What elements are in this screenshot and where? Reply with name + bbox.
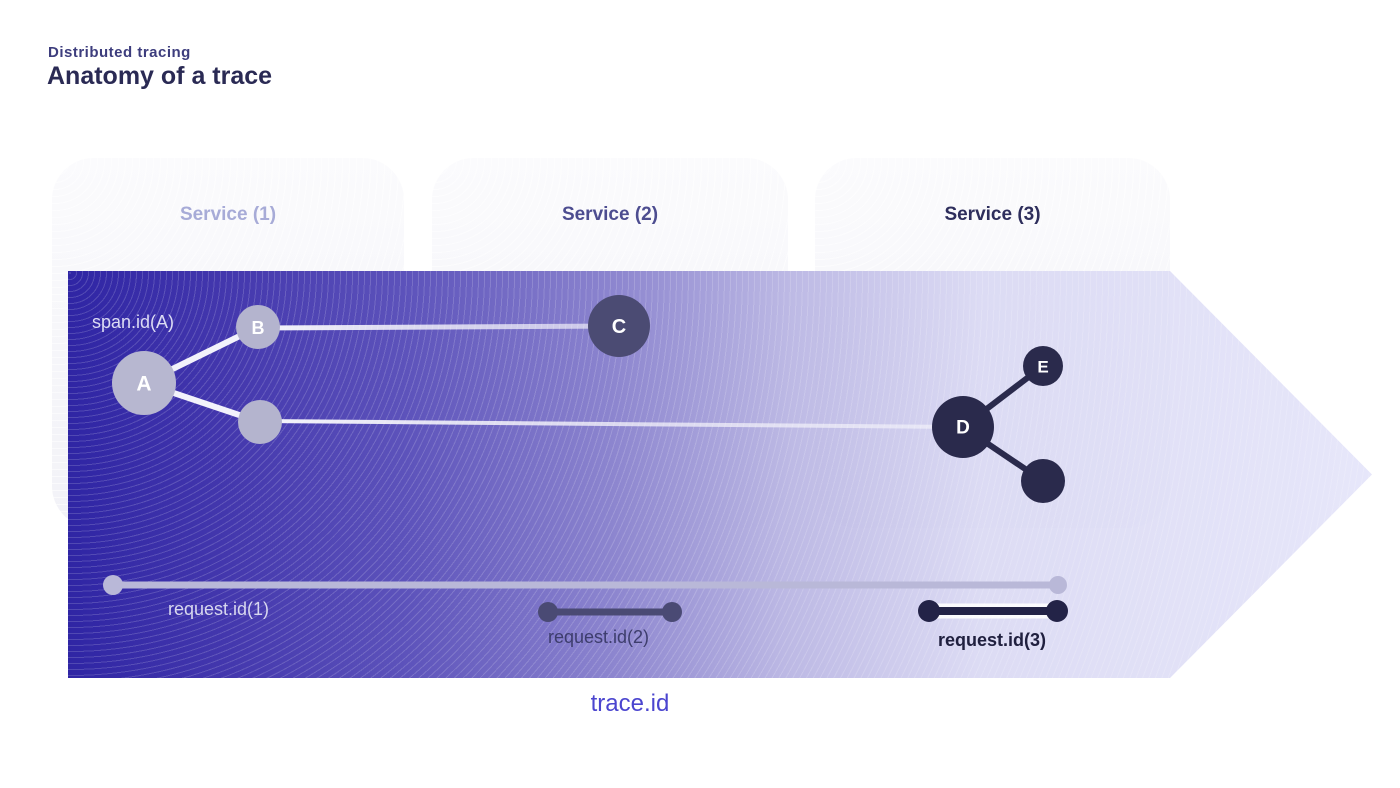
trace-id-label: trace.id [590,690,670,717]
flow-arrow-band [68,271,1372,678]
service-3-label: Service (3) [944,204,1041,225]
request-3-label: request.id(3) [938,630,1047,650]
request-2-label: request.id(2) [548,627,650,647]
service-2-label: Service (2) [561,204,659,225]
span-id-label: span.id(A) [92,312,175,332]
page-title: Anatomy of a trace [47,62,273,90]
request-1-label: request.id(1) [168,599,270,619]
eyebrow-label: Distributed tracing [48,44,191,61]
service-1-label: Service (1) [179,204,277,225]
